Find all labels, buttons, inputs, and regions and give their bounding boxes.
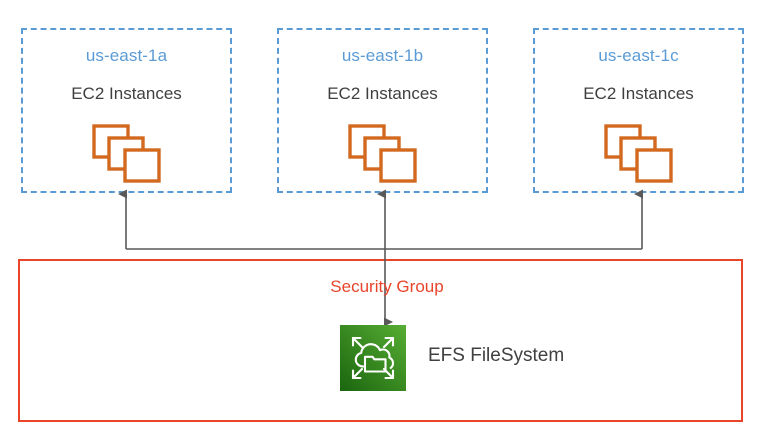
az-label-us-east-1c: us-east-1c: [598, 46, 679, 65]
ec2-instances-icon: [603, 123, 675, 185]
efs-filesystem-icon: [340, 325, 406, 391]
security-group-boundary[interactable]: [18, 259, 743, 422]
az-label-us-east-1b: us-east-1b: [341, 46, 424, 65]
ec2-instances-icon: [347, 123, 419, 185]
az-label-us-east-1a: us-east-1a: [85, 46, 168, 65]
node-label-ec2-instances-1b: EC2 Instances: [327, 84, 438, 103]
node-label-ec2-instances-1c: EC2 Instances: [583, 84, 694, 103]
node-label-ec2-instances-1a: EC2 Instances: [71, 84, 182, 103]
availability-zone-us-east-1c[interactable]: us-east-1c EC2 Instances: [533, 28, 744, 193]
availability-zone-us-east-1b[interactable]: us-east-1b EC2 Instances: [277, 28, 488, 193]
efs-filesystem-label: EFS FileSystem: [428, 345, 565, 366]
security-group-label: Security Group: [330, 277, 444, 296]
availability-zone-us-east-1a[interactable]: us-east-1a EC2 Instances: [21, 28, 232, 193]
ec2-instances-icon: [91, 123, 163, 185]
